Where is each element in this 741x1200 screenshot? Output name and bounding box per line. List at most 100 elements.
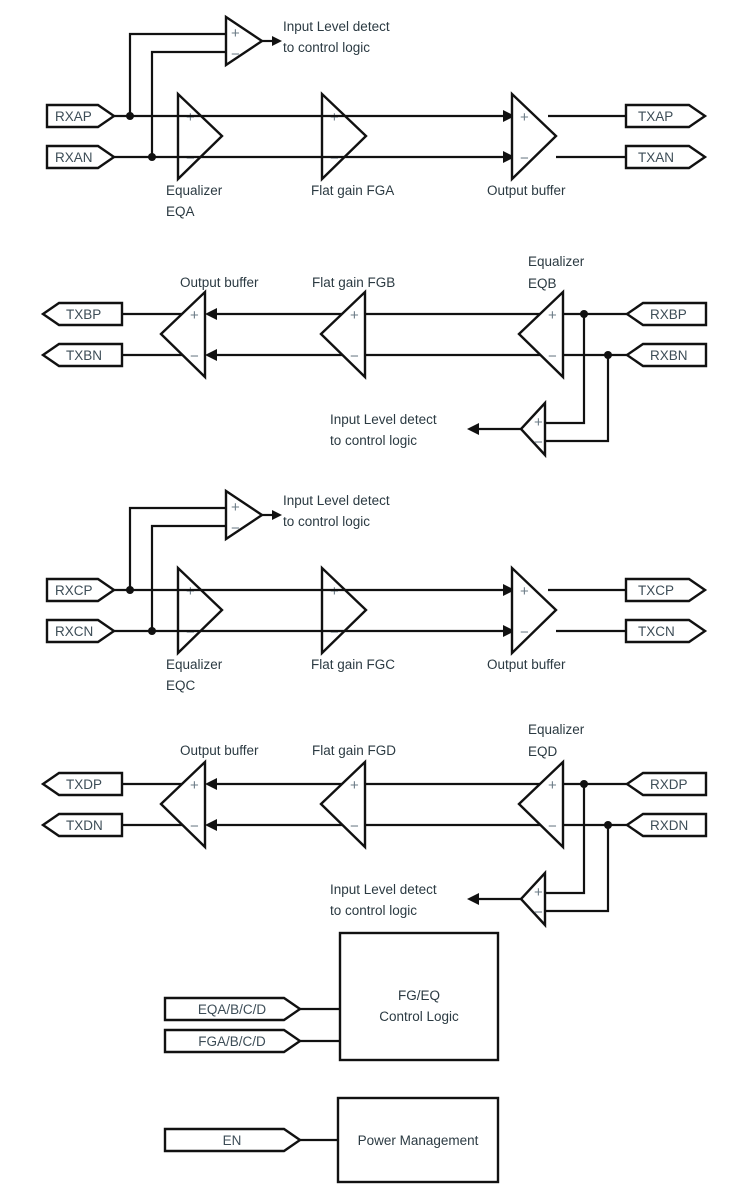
channel-b-detector-output-arrowhead: [467, 423, 479, 435]
eqa-b-c-d-pin-shape[interactable]: [163, 996, 303, 1022]
channel-b-flat-gain-triangle: [319, 289, 367, 380]
channel-c-detector-minus-sign: −: [231, 520, 240, 537]
channel-b-detector-triangle: [519, 399, 547, 459]
channel-a-input-pin-rxap-label: RXAP: [55, 109, 92, 124]
channel-c-output-buffer-minus-sign: −: [520, 624, 529, 641]
channel-a-equalizer-triangle: [176, 91, 224, 182]
channel-b-detector-minus-sign: −: [534, 434, 543, 451]
channel-b-group: Output buffer Flat gain FGB Equalizer EQ…: [40, 254, 708, 459]
channel-d-link1-arrowhead-negative: [205, 819, 217, 831]
channel-c-detector-label-line2: to control logic: [283, 514, 370, 529]
channel-b-equalizer-plus-sign: +: [548, 307, 557, 324]
channel-b-output-pin-txbn-label: TXBN: [66, 348, 102, 363]
channel-a-arrowhead-positive: [503, 110, 515, 122]
channel-d-equalizer-plus-sign: +: [548, 777, 557, 794]
channel-b-input-pin-rxbp-shape[interactable]: [624, 301, 708, 327]
channel-c-flat-gain-plus-sign: +: [330, 583, 339, 600]
channel-d-input-pin-rxdn-label: RXDN: [650, 818, 688, 833]
fga-b-c-d-pin-label: FGA/B/C/D: [198, 1034, 266, 1049]
channel-b-link1-arrowhead-positive: [205, 308, 217, 320]
channel-c-output-buffer-label: Output buffer: [487, 657, 566, 672]
channel-d-detector-triangle: [519, 869, 547, 929]
channel-a-equalizer-label-line1: Equalizer: [166, 183, 223, 198]
channel-d-detector-label-line1: Input Level detect: [330, 882, 437, 897]
channel-a-output-pin-txan-label: TXAN: [638, 150, 674, 165]
channel-b-output-buffer-minus-sign: −: [190, 348, 199, 365]
channel-c-arrowhead-negative: [503, 625, 515, 637]
channel-c-detector-label-line1: Input Level detect: [283, 493, 390, 508]
channel-d-input-pin-rxdp-label: RXDP: [650, 777, 688, 792]
power-management-label: Power Management: [358, 1133, 479, 1148]
channel-a-input-pin-rxap-shape[interactable]: [45, 103, 117, 129]
channel-a-output-pin-txap-shape[interactable]: [624, 103, 708, 129]
channel-b-input-pin-rxbn-label: RXBN: [650, 348, 688, 363]
channel-a-arrowhead-negative: [503, 151, 515, 163]
channel-b-flat-gain-minus-sign: −: [350, 348, 359, 365]
channel-a-equalizer-label-line2: EQA: [166, 204, 195, 219]
channel-c-output-pin-txcn-shape[interactable]: [624, 618, 708, 644]
control-section-group: FG/EQ Control Logic EQA/B/C/D FGA/B/C/D …: [163, 931, 500, 1184]
eqa-b-c-d-pin-label: EQA/B/C/D: [198, 1002, 267, 1017]
channel-c-detector-plus-wire: [128, 506, 226, 590]
channel-d-output-pin-txdp-shape[interactable]: [40, 771, 124, 797]
channel-a-equalizer-plus-sign: +: [186, 109, 195, 126]
channel-a-flat-gain-plus-sign: +: [330, 109, 339, 126]
channel-a-detector-triangle: [224, 14, 265, 68]
channel-c-arrowhead-positive: [503, 584, 515, 596]
channel-b-output-pin-txbn-shape[interactable]: [40, 342, 124, 368]
channel-d-detector-minus-wire: [545, 825, 610, 913]
channel-b-flat-gain-plus-sign: +: [350, 307, 359, 324]
channel-d-equalizer-label-line2: EQD: [528, 744, 558, 759]
channel-b-equalizer-label-line2: EQB: [528, 276, 557, 291]
channel-a-input-pin-rxan-shape[interactable]: [45, 144, 117, 170]
channel-c-detector-plus-sign: +: [231, 499, 240, 516]
channel-c-flat-gain-minus-sign: −: [330, 624, 339, 641]
channel-c-detector-minus-wire: [150, 524, 226, 631]
channel-b-detector-label-line1: Input Level detect: [330, 412, 437, 427]
fga-b-c-d-pin-shape[interactable]: [163, 1028, 303, 1054]
channel-a-flat-gain-minus-sign: −: [330, 150, 339, 167]
channel-a-output-pin-txap-label: TXAP: [638, 109, 673, 124]
channel-d-output-buffer-triangle: [159, 759, 207, 850]
channel-b-equalizer-minus-sign: −: [548, 348, 557, 365]
channel-c-equalizer-minus-sign: −: [186, 624, 195, 641]
channel-b-input-pin-rxbn-shape[interactable]: [624, 342, 708, 368]
channel-d-detector-plus-wire: [545, 784, 586, 895]
channel-a-output-pin-txan-shape[interactable]: [624, 144, 708, 170]
channel-a-detector-output-arrowhead: [272, 36, 282, 46]
channel-d-output-pin-txdn-shape[interactable]: [40, 812, 124, 838]
channel-c-input-pin-rxcn-shape[interactable]: [45, 618, 117, 644]
channel-a-detector-plus-sign: +: [231, 25, 240, 42]
channel-d-equalizer-minus-sign: −: [548, 818, 557, 835]
channel-d-detector-minus-sign: −: [534, 904, 543, 921]
channel-d-output-pin-txdn-label: TXDN: [66, 818, 103, 833]
channel-c-group: + − Input Level detect to control logic …: [45, 488, 708, 693]
channel-b-output-buffer-plus-sign: +: [190, 307, 199, 324]
channel-a-flat-gain-label: Flat gain FGA: [311, 183, 394, 198]
en-pin-label: EN: [223, 1133, 242, 1148]
channel-d-detector-label-line2: to control logic: [330, 903, 417, 918]
channel-b-detector-plus-wire: [545, 314, 586, 425]
channel-a-junction-dot-positive: [126, 112, 134, 120]
channel-d-equalizer-label-line1: Equalizer: [528, 722, 585, 737]
channel-d-input-pin-rxdp-shape[interactable]: [624, 771, 708, 797]
channel-b-output-pin-txbp-shape[interactable]: [40, 301, 124, 327]
channel-b-detector-minus-wire: [545, 355, 610, 443]
channel-a-group: + − Input Level detect to control logic …: [45, 14, 708, 219]
channel-d-input-pin-rxdn-shape[interactable]: [624, 812, 708, 838]
channel-c-detector-output-arrowhead: [272, 510, 282, 520]
fg-eq-control-logic-box[interactable]: [338, 931, 500, 1062]
channel-c-output-pin-txcp-label: TXCP: [638, 583, 674, 598]
channel-c-input-pin-rxcp-shape[interactable]: [45, 577, 117, 603]
channel-b-detector-plus-sign: +: [534, 414, 543, 431]
en-pin-shape[interactable]: [163, 1127, 303, 1153]
power-management-box[interactable]: [336, 1096, 500, 1184]
channel-d-flat-gain-label: Flat gain FGD: [312, 743, 396, 758]
channel-c-output-pin-txcp-shape[interactable]: [624, 577, 708, 603]
channel-b-equalizer-label-line1: Equalizer: [528, 254, 585, 269]
channel-d-flat-gain-minus-sign: −: [350, 818, 359, 835]
channel-b-detector-label-line2: to control logic: [330, 433, 417, 448]
channel-c-junction-dot-negative: [148, 627, 156, 635]
channel-c-flat-gain-triangle: [320, 565, 368, 656]
